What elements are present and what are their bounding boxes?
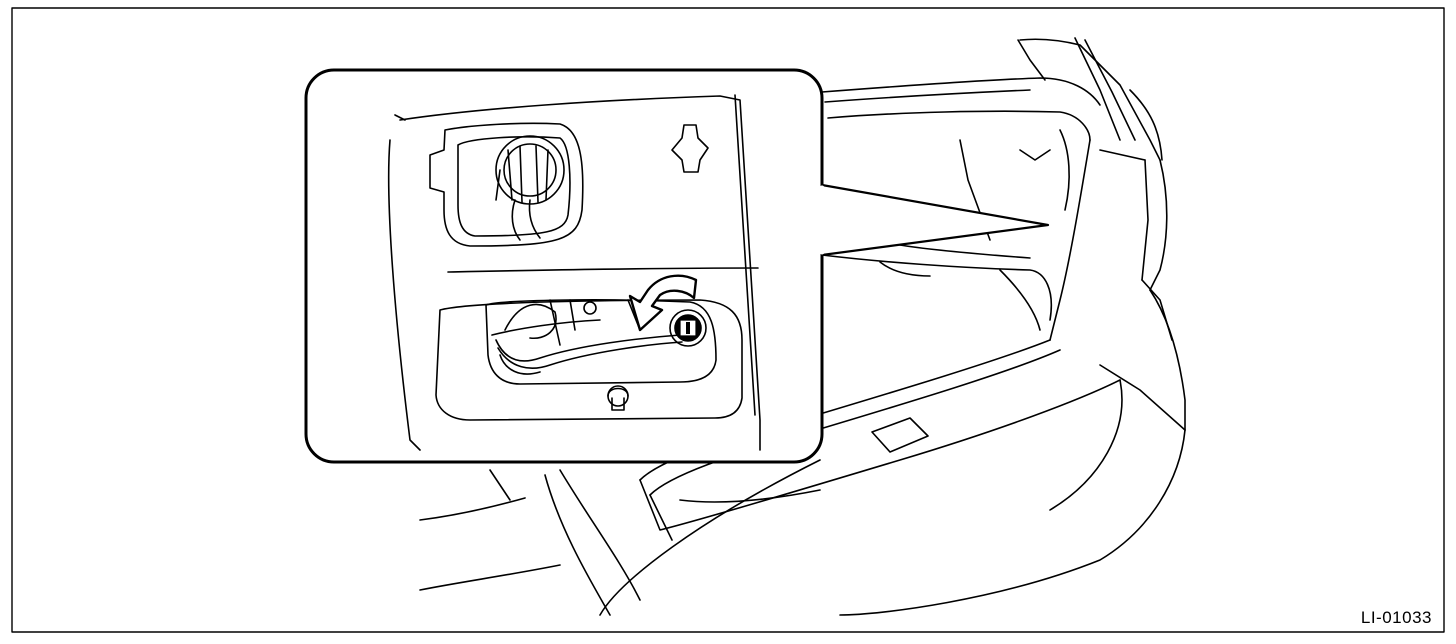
clip-fastener: [607, 385, 629, 411]
wiring-harness: [491, 299, 683, 375]
figure-frame: [11, 7, 1445, 633]
upper-bulb-socket: [495, 135, 565, 241]
rotate-counterclockwise-arrow: [628, 274, 698, 332]
figure-id-label: LI-01033: [1360, 608, 1432, 627]
bulb-socket: [669, 309, 707, 347]
callout-detail-box: [304, 68, 825, 464]
callout-leader: [820, 183, 1050, 257]
mounting-hole: [671, 124, 709, 173]
